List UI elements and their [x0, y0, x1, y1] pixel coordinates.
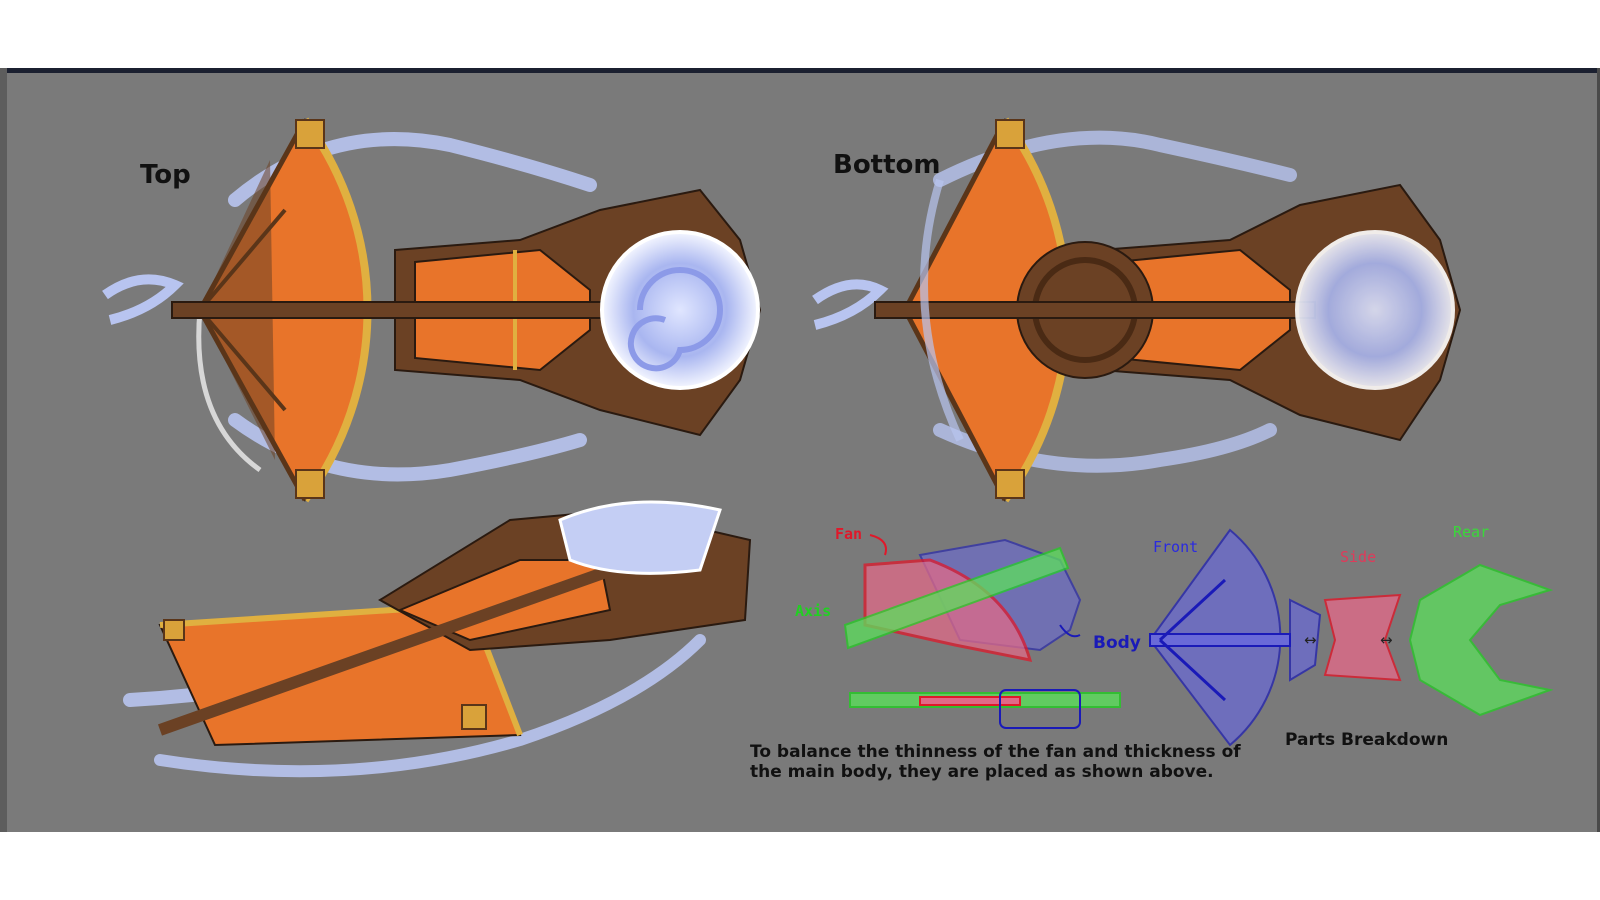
svg-text:↔: ↔: [1380, 631, 1393, 649]
body-label: Body: [1093, 633, 1141, 653]
svg-text:↔: ↔: [1304, 631, 1317, 649]
parts-breakdown-diagram: ↔ ↔: [1148, 528, 1554, 747]
axis-label: Axis: [795, 602, 832, 620]
rear-label: Rear: [1453, 523, 1490, 541]
top-view-weapon: [102, 117, 762, 503]
bottom-view-weapon: [812, 117, 1462, 503]
canvas-right-border: [1597, 68, 1600, 832]
layer-diagram: [843, 534, 1121, 729]
front-label: Front: [1153, 538, 1199, 556]
caption: To balance the thinness of the fan and t…: [750, 742, 1241, 782]
bottom-view-label: Bottom: [833, 150, 941, 180]
side-label: Side: [1340, 548, 1377, 566]
caption-line-2: the main body, they are placed as shown …: [750, 762, 1214, 782]
top-view-label: Top: [140, 160, 191, 190]
caption-line-1: To balance the thinness of the fan and t…: [750, 742, 1241, 762]
canvas-left-border: [0, 68, 7, 832]
parts-breakdown-label: Parts Breakdown: [1285, 730, 1449, 750]
perspective-view-weapon: [123, 500, 752, 778]
fan-label: Fan: [835, 525, 863, 543]
canvas-top-border: [0, 68, 1600, 73]
